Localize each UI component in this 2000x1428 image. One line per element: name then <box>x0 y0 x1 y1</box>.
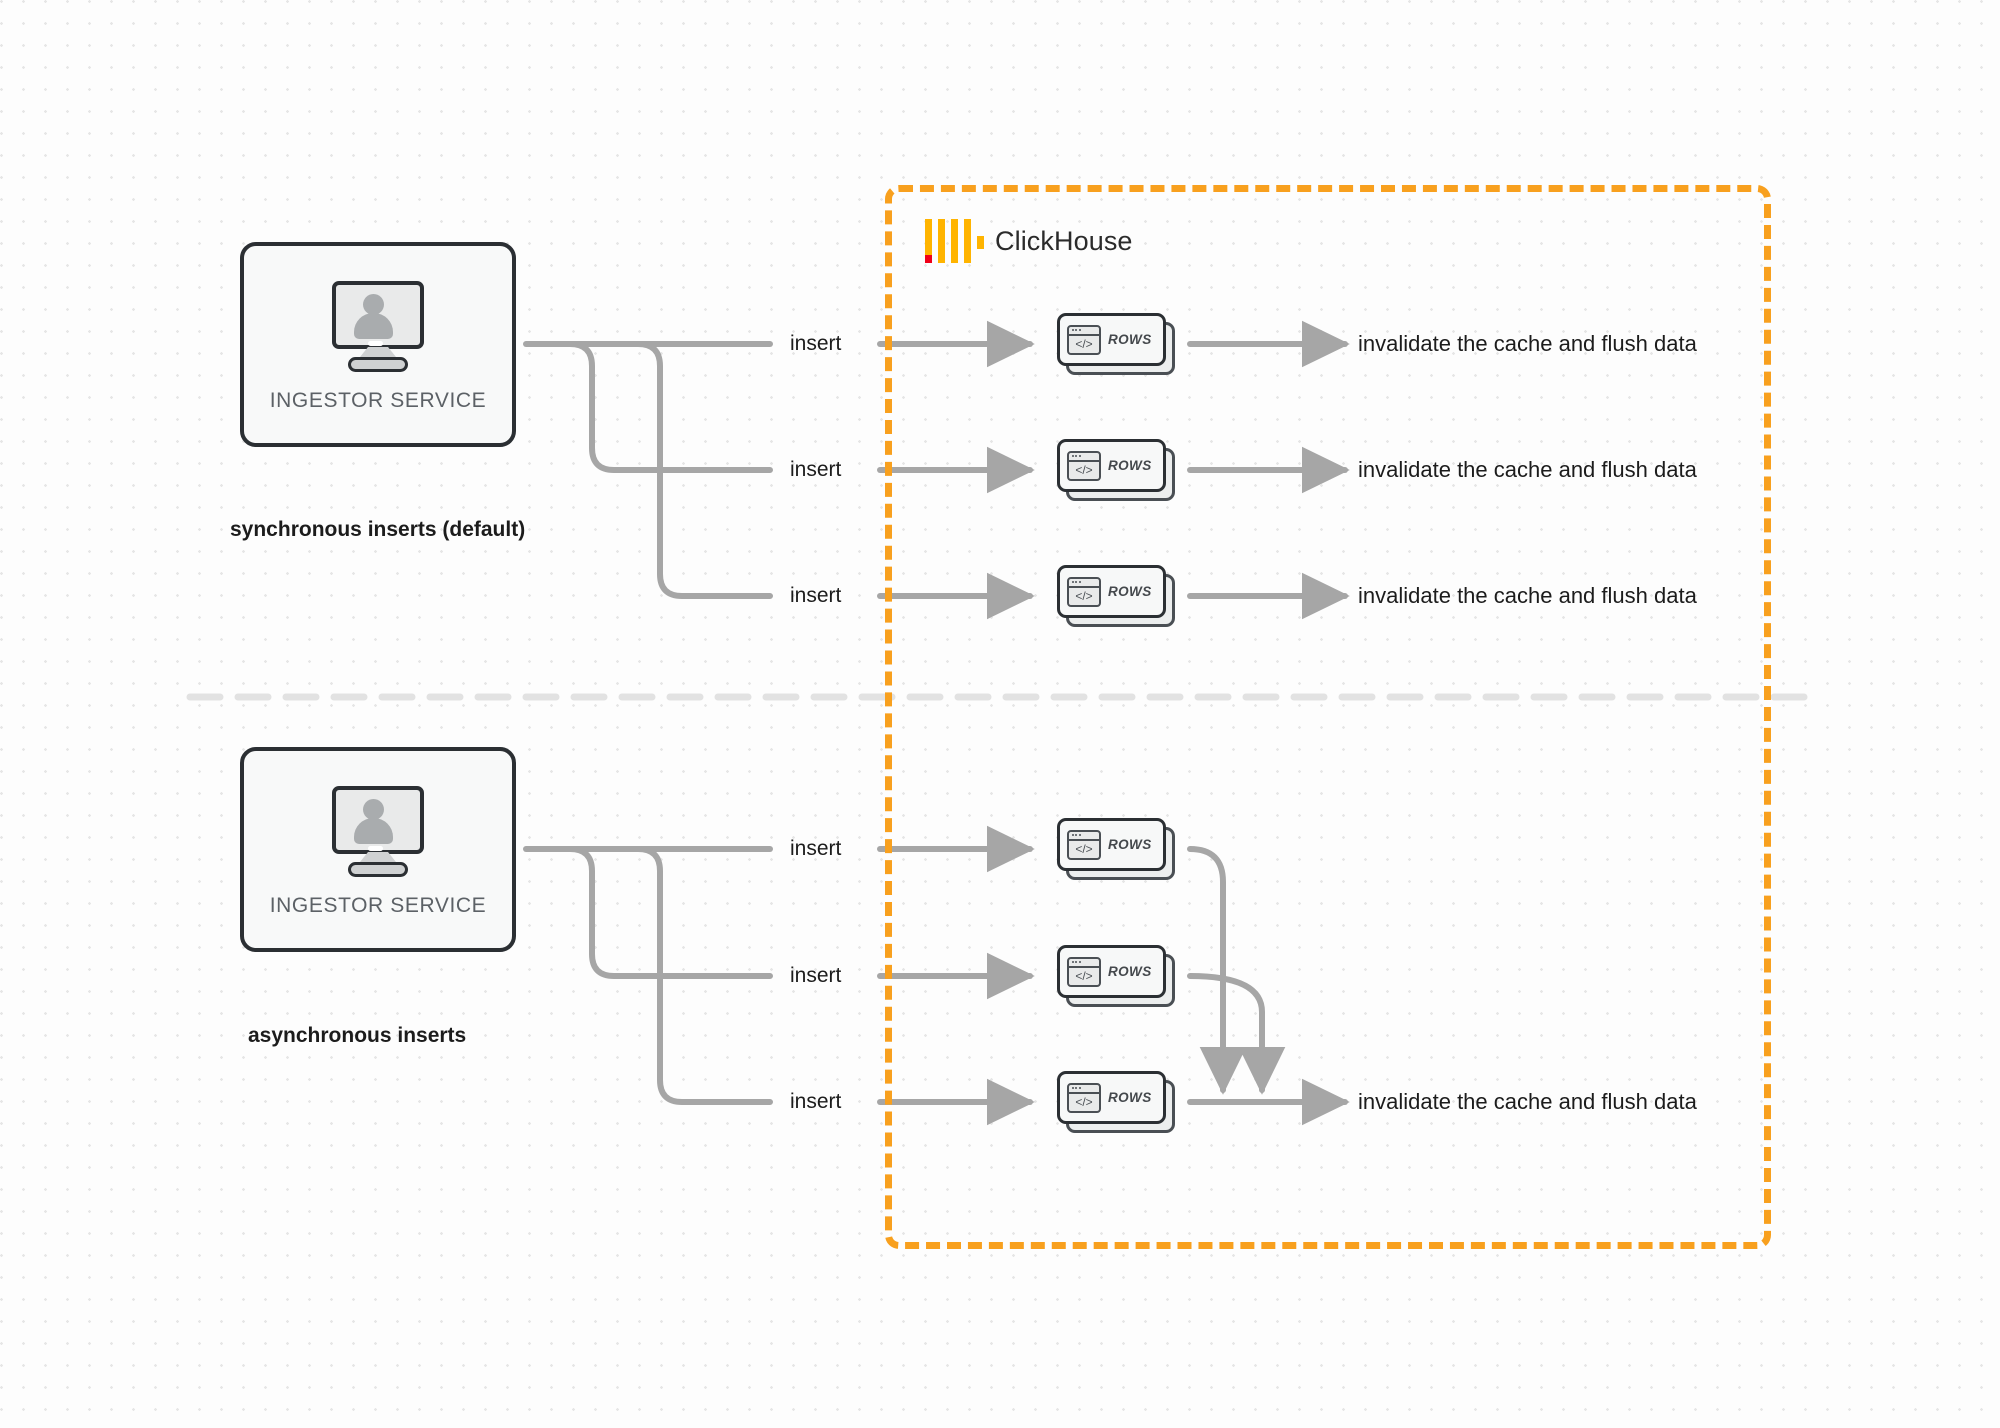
insert-label-sync-3: insert <box>790 584 842 607</box>
insert-label-sync-1: insert <box>790 332 842 355</box>
clickhouse-boundary <box>885 185 1771 1249</box>
rows-node-label: ROWS <box>1108 332 1152 347</box>
rows-node-label: ROWS <box>1108 458 1152 473</box>
rows-node-async-2[interactable]: </> ROWS <box>1057 945 1175 1007</box>
ingestor-service-label: INGESTOR SERVICE <box>269 388 487 412</box>
rows-node-async-1[interactable]: </> ROWS <box>1057 818 1175 880</box>
rows-node-async-3[interactable]: </> ROWS <box>1057 1071 1175 1133</box>
flush-label-sync-3: invalidate the cache and flush data <box>1358 583 1697 608</box>
clickhouse-logo-icon <box>925 219 984 263</box>
rows-node-label: ROWS <box>1108 1090 1152 1105</box>
section-caption-synchronous: synchronous inserts (default) <box>230 518 526 541</box>
flush-label-sync-2: invalidate the cache and flush data <box>1358 457 1697 482</box>
code-window-icon: </> <box>1067 450 1101 481</box>
ingestor-service-node-asynchronous[interactable]: INGESTOR SERVICE <box>240 747 516 952</box>
rows-node-sync-3[interactable]: </> ROWS <box>1057 565 1175 627</box>
code-window-icon: </> <box>1067 1082 1101 1113</box>
monitor-user-icon <box>328 785 428 878</box>
insert-label-async-1: insert <box>790 837 842 860</box>
section-caption-asynchronous: asynchronous inserts <box>248 1024 467 1047</box>
rows-node-sync-1[interactable]: </> ROWS <box>1057 313 1175 375</box>
ingestor-service-node-synchronous[interactable]: INGESTOR SERVICE <box>240 242 516 447</box>
code-window-icon: </> <box>1067 324 1101 355</box>
clickhouse-brand: ClickHouse <box>925 219 1133 263</box>
code-window-icon: </> <box>1067 576 1101 607</box>
ingestor-service-label: INGESTOR SERVICE <box>269 893 487 917</box>
rows-node-label: ROWS <box>1108 837 1152 852</box>
insert-label-sync-2: insert <box>790 458 842 481</box>
flush-label-async-merged: invalidate the cache and flush data <box>1358 1089 1697 1114</box>
insert-label-async-2: insert <box>790 964 842 987</box>
insert-label-async-3: insert <box>790 1090 842 1113</box>
code-window-icon: </> <box>1067 829 1101 860</box>
rows-node-sync-2[interactable]: </> ROWS <box>1057 439 1175 501</box>
flush-label-sync-1: invalidate the cache and flush data <box>1358 331 1697 356</box>
rows-node-label: ROWS <box>1108 584 1152 599</box>
rows-node-label: ROWS <box>1108 964 1152 979</box>
monitor-user-icon <box>328 280 428 373</box>
code-window-icon: </> <box>1067 956 1101 987</box>
clickhouse-wordmark: ClickHouse <box>995 225 1133 256</box>
